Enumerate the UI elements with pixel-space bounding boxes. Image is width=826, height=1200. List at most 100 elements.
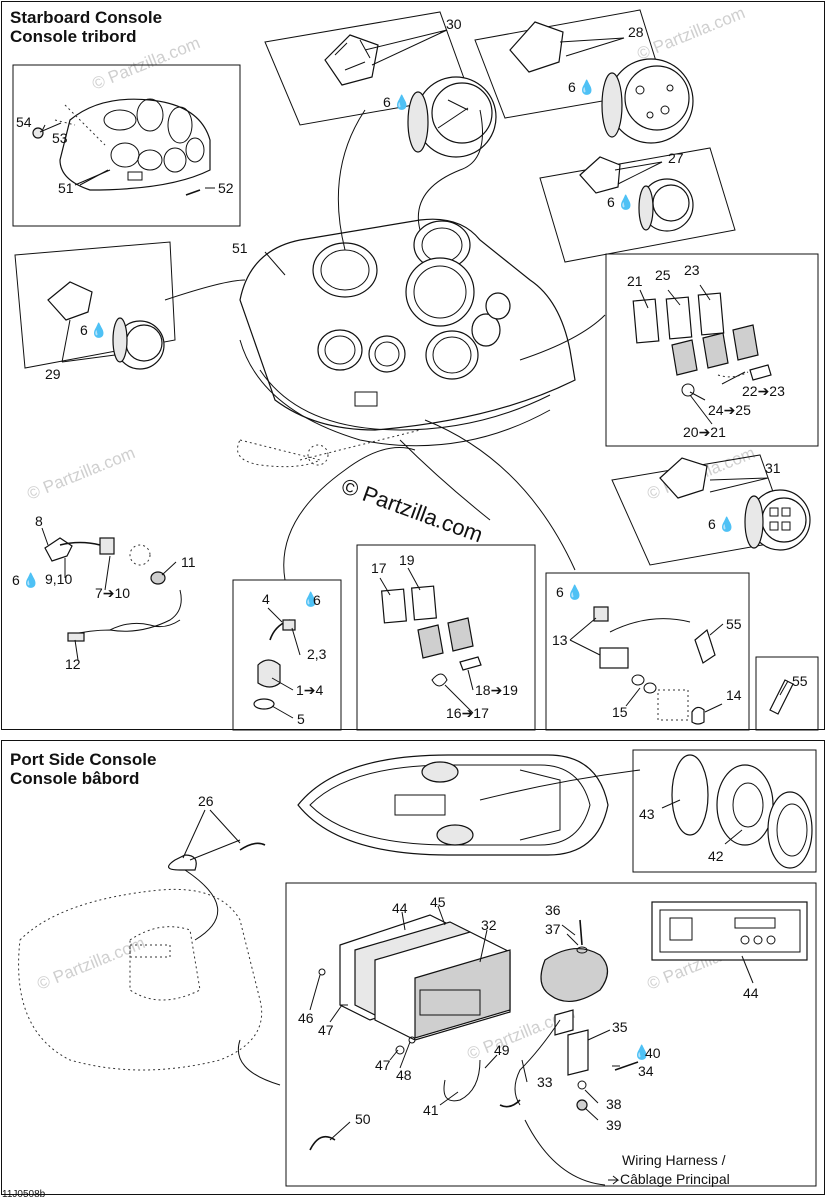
label-47-a: 47 bbox=[318, 1022, 334, 1038]
label-8: 8 bbox=[35, 513, 43, 529]
oil-drop-icon: 💧 bbox=[617, 194, 634, 211]
label-41: 41 bbox=[423, 1102, 439, 1118]
label-40: 40 bbox=[645, 1045, 661, 1061]
label-20-21: 20➔21 bbox=[683, 424, 726, 440]
starboard-title-en: Starboard Console bbox=[10, 8, 163, 27]
starboard-console-heading: Starboard Console Console tribord bbox=[10, 8, 162, 46]
label-39: 39 bbox=[606, 1117, 622, 1133]
label-25: 25 bbox=[655, 267, 671, 283]
radio-box bbox=[285, 882, 817, 1187]
port-console-outline bbox=[18, 839, 281, 1086]
label-24-25: 24➔25 bbox=[708, 402, 751, 418]
label-52: 52 bbox=[218, 180, 234, 196]
port-title-en: Port Side Console bbox=[10, 750, 157, 769]
label-28: 28 bbox=[628, 24, 644, 40]
gauge-29-group bbox=[14, 241, 176, 370]
label-55-b: 55 bbox=[792, 673, 808, 689]
box-16-19 bbox=[356, 439, 536, 731]
label-17: 17 bbox=[371, 560, 387, 576]
label-42: 42 bbox=[708, 848, 724, 864]
label-9-10: 9,10 bbox=[45, 571, 72, 587]
key-switch-group bbox=[44, 537, 182, 642]
label-44-b: 44 bbox=[743, 985, 759, 1001]
label-4: 4 bbox=[262, 591, 270, 607]
label-22-23: 22➔23 bbox=[742, 383, 785, 399]
label-13: 13 bbox=[552, 632, 568, 648]
label-36: 36 bbox=[545, 902, 561, 918]
label-6-a: 6 bbox=[383, 94, 391, 110]
label-38: 38 bbox=[606, 1096, 622, 1112]
label-49: 49 bbox=[494, 1042, 510, 1058]
watermark-1: © Partzilla.com bbox=[24, 443, 137, 504]
label-50: 50 bbox=[355, 1111, 371, 1127]
wiring-harness-fr: Câblage Principal bbox=[620, 1171, 730, 1187]
label-2-3: 2,3 bbox=[307, 646, 327, 662]
port-console-heading: Port Side Console Console bâbord bbox=[10, 750, 156, 788]
label-6-f: 6 bbox=[12, 572, 20, 588]
label-37: 37 bbox=[545, 921, 561, 937]
label-46: 46 bbox=[298, 1010, 314, 1026]
label-16-17: 16➔17 bbox=[446, 705, 489, 721]
oil-drop-icon: 💧 bbox=[393, 94, 410, 111]
label-35: 35 bbox=[612, 1019, 628, 1035]
gauge-30-group bbox=[264, 11, 497, 158]
wiring-harness-en: Wiring Harness / bbox=[622, 1152, 726, 1168]
oil-drop-icon: 💧 bbox=[578, 79, 595, 96]
label-1-4: 1➔4 bbox=[296, 682, 324, 698]
label-43: 43 bbox=[639, 806, 655, 822]
port-title-fr: Console bâbord bbox=[10, 769, 140, 788]
label-45: 45 bbox=[430, 894, 446, 910]
oil-drop-icon: 💧 bbox=[566, 584, 583, 601]
leader-lines bbox=[39, 29, 789, 1141]
box-55 bbox=[755, 656, 819, 731]
boat-top-view bbox=[297, 754, 641, 856]
label-5: 5 bbox=[297, 711, 305, 727]
label-6-d: 6 bbox=[80, 322, 88, 338]
oil-drop-icon: 💧 bbox=[302, 591, 319, 608]
label-29: 29 bbox=[45, 366, 61, 382]
label-6-e: 6 bbox=[708, 516, 716, 532]
label-44-a: 44 bbox=[392, 900, 408, 916]
label-51-inset: 51 bbox=[58, 180, 74, 196]
oil-drop-icon: 💧 bbox=[22, 572, 39, 589]
console-inset-box bbox=[12, 64, 241, 227]
label-19: 19 bbox=[399, 552, 415, 568]
label-6-b: 6 bbox=[568, 79, 576, 95]
label-11: 11 bbox=[181, 554, 196, 570]
label-32: 32 bbox=[481, 917, 497, 933]
label-6-c: 6 bbox=[607, 194, 615, 210]
watermark-3: © Partzilla.com bbox=[634, 3, 747, 64]
label-31: 31 bbox=[765, 460, 781, 476]
label-14: 14 bbox=[726, 687, 742, 703]
label-21: 21 bbox=[627, 273, 643, 289]
gauge-27-group bbox=[539, 147, 736, 263]
watermark-5: © Partzilla.com bbox=[34, 933, 147, 994]
label-47-b: 47 bbox=[375, 1057, 391, 1073]
label-30: 30 bbox=[446, 16, 462, 32]
diagram-code: 11J0508b bbox=[2, 1189, 46, 1200]
central-watermark: © Partzilla.com bbox=[338, 473, 486, 547]
starboard-title-fr: Console tribord bbox=[10, 27, 137, 46]
box-13-15 bbox=[424, 419, 750, 731]
label-23: 23 bbox=[684, 262, 700, 278]
label-33: 33 bbox=[537, 1074, 553, 1090]
label-6-h: 6 bbox=[556, 584, 564, 600]
label-55-a: 55 bbox=[726, 616, 742, 632]
label-26: 26 bbox=[198, 793, 214, 809]
label-54: 54 bbox=[16, 114, 32, 130]
starboard-console-body bbox=[164, 109, 606, 468]
port-section-frame bbox=[1, 740, 825, 1195]
oil-drop-icon: 💧 bbox=[90, 322, 107, 339]
box-1-5 bbox=[232, 447, 416, 731]
part-labels: 30 28 27 6 💧 6 💧 6 💧 54 53 51 52 51 6 💧 … bbox=[12, 16, 808, 1133]
label-18-19: 18➔19 bbox=[475, 682, 518, 698]
label-7-10: 7➔10 bbox=[95, 585, 130, 601]
watermark-2: © Partzilla.com bbox=[89, 33, 202, 94]
gauge-28-group bbox=[474, 9, 694, 144]
label-48: 48 bbox=[396, 1067, 412, 1083]
label-12: 12 bbox=[65, 656, 81, 672]
switch-panel-box bbox=[605, 253, 819, 447]
oil-drop-icon: 💧 bbox=[718, 516, 735, 533]
